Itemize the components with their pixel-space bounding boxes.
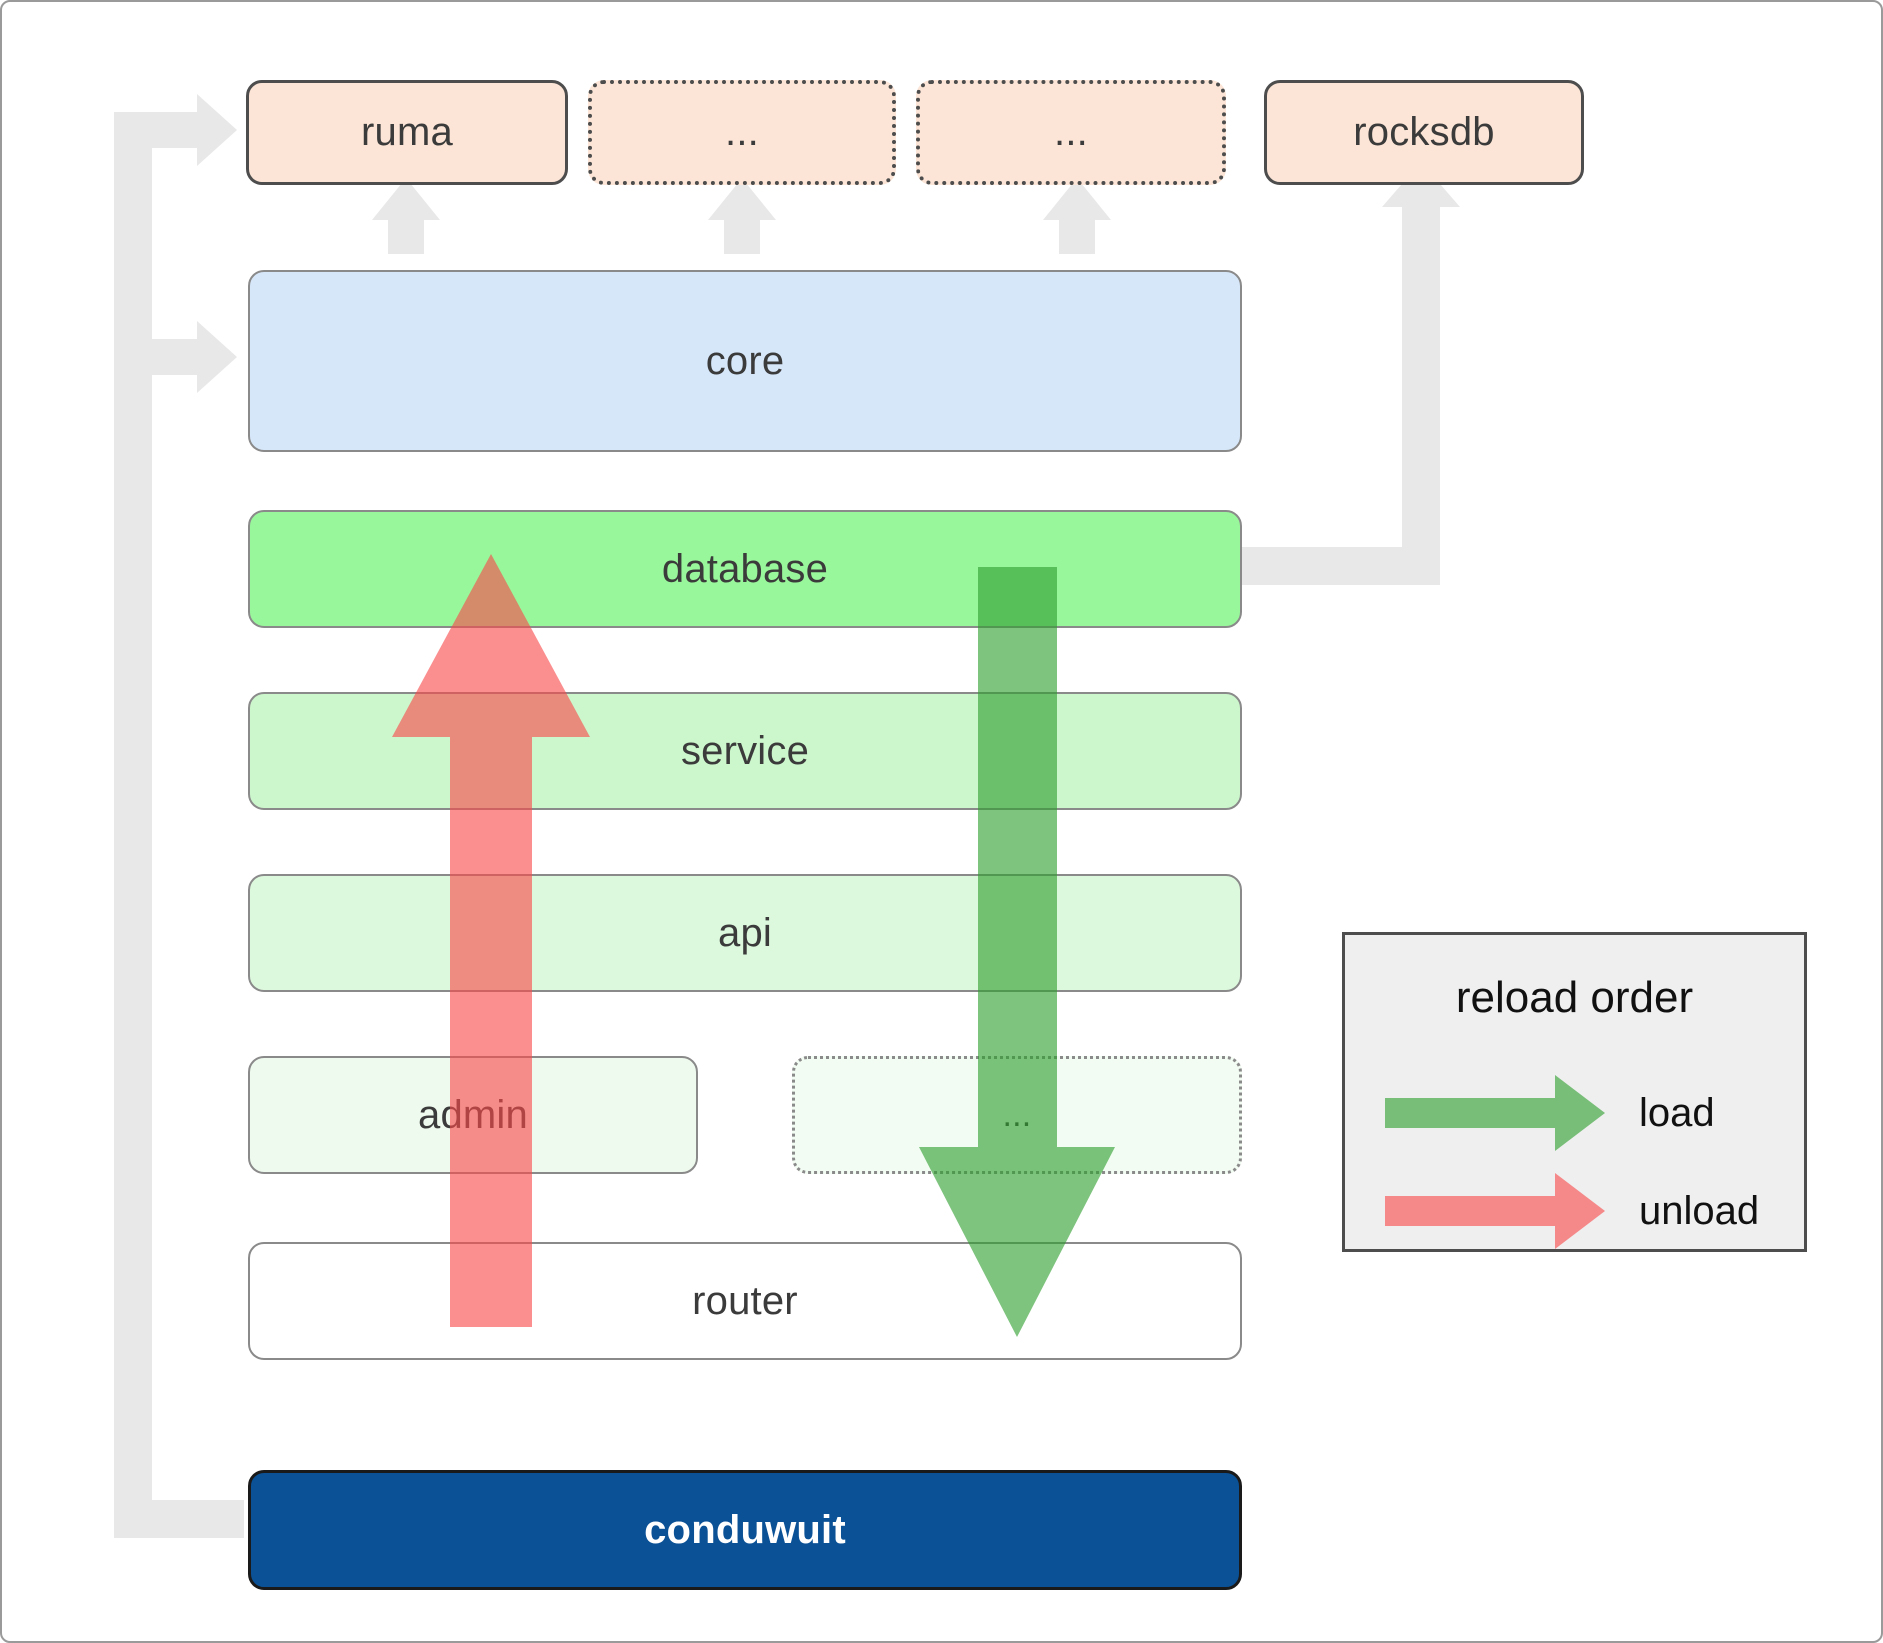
layer-label: database <box>661 546 829 591</box>
unload-arrow-icon <box>1385 1173 1605 1249</box>
layer-label: admin <box>418 1092 528 1137</box>
layer-box-api[interactable]: api <box>248 874 1242 992</box>
layer-label: ... <box>1002 1095 1032 1134</box>
binary-box-conduwuit[interactable]: conduwuit <box>248 1470 1242 1590</box>
crate-box-rocksdb[interactable]: rocksdb <box>1264 80 1584 185</box>
crate-box-ellipsis-1[interactable]: ... <box>588 80 896 185</box>
legend-row-load: load <box>1385 1075 1715 1151</box>
layer-box-router[interactable]: router <box>248 1242 1242 1360</box>
legend-title: reload order <box>1455 973 1694 1022</box>
crate-box-ruma[interactable]: ruma <box>246 80 568 185</box>
legend-panel: reload order load unload <box>1342 932 1807 1252</box>
crate-label: ruma <box>361 110 453 154</box>
legend-label-unload: unload <box>1639 1188 1760 1233</box>
legend-row-unload: unload <box>1385 1173 1759 1249</box>
layer-box-ellipsis[interactable]: ... <box>792 1056 1242 1174</box>
crate-label: ... <box>1054 110 1088 154</box>
core-label: core <box>705 338 785 383</box>
layer-box-admin[interactable]: admin <box>248 1056 698 1174</box>
layer-label: api <box>718 910 772 955</box>
crate-label: rocksdb <box>1353 110 1495 154</box>
legend-label-load: load <box>1639 1090 1715 1135</box>
layer-label: router <box>692 1278 798 1323</box>
layer-box-service[interactable]: service <box>248 692 1242 810</box>
crate-label: ... <box>725 110 759 154</box>
layer-box-database[interactable]: database <box>248 510 1242 628</box>
crate-box-ellipsis-2[interactable]: ... <box>916 80 1226 185</box>
layer-label: service <box>680 728 810 773</box>
core-box[interactable]: core <box>248 270 1242 452</box>
load-arrow-icon <box>1385 1075 1605 1151</box>
binary-label: conduwuit <box>644 1507 846 1552</box>
